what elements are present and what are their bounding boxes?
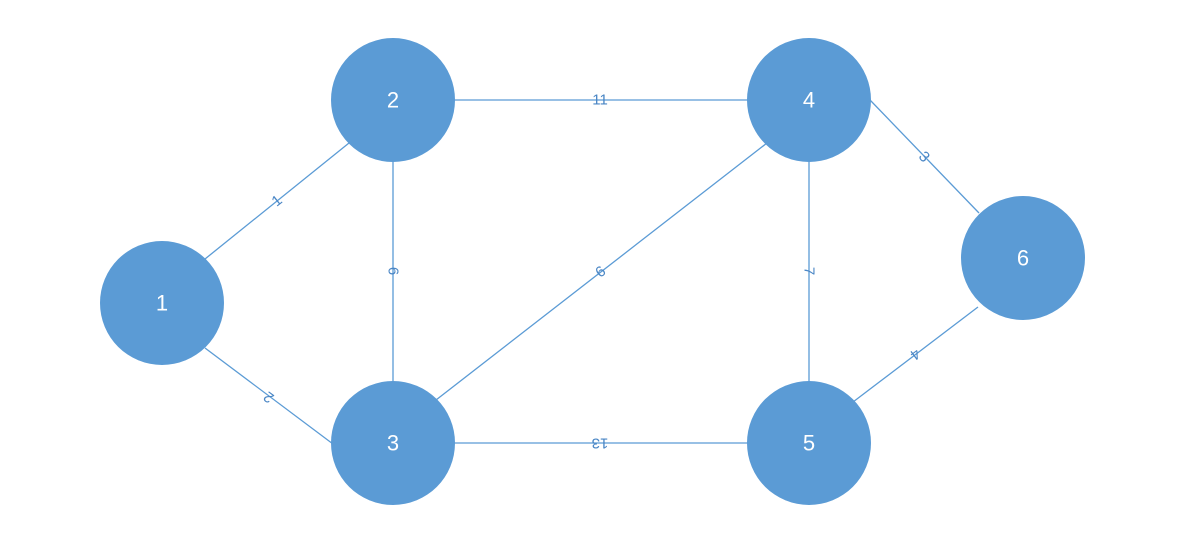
edge-5-6: 4 xyxy=(852,306,979,403)
edge-3-5: 13 xyxy=(454,435,748,452)
node-label-1: 1 xyxy=(156,291,168,316)
node-4: 4 xyxy=(747,38,871,162)
edge-line-1-3 xyxy=(204,347,334,445)
edges-layer: 1 2 6 11 9 13 7 xyxy=(204,92,980,452)
edge-weight-1-2: 1 xyxy=(268,192,285,210)
edge-weight-5-6: 4 xyxy=(907,345,924,364)
node-label-4: 4 xyxy=(803,88,815,113)
node-label-6: 6 xyxy=(1017,246,1029,271)
node-circle-3 xyxy=(331,381,455,505)
node-2: 2 xyxy=(331,38,455,162)
edge-1-2: 1 xyxy=(204,142,350,260)
node-6: 6 xyxy=(961,196,1085,320)
node-circle-5 xyxy=(747,381,871,505)
node-label-5: 5 xyxy=(803,431,815,456)
edge-3-4: 9 xyxy=(435,142,768,401)
node-5: 5 xyxy=(747,381,871,505)
edge-weight-2-4: 11 xyxy=(592,92,608,109)
node-1: 1 xyxy=(100,241,224,365)
edge-weight-2-3: 6 xyxy=(385,267,402,275)
node-circle-4 xyxy=(747,38,871,162)
edge-4-5: 7 xyxy=(801,160,818,382)
edge-2-4: 11 xyxy=(454,92,748,109)
node-label-2: 2 xyxy=(387,88,399,113)
node-label-3: 3 xyxy=(387,431,399,456)
edge-weight-4-5: 7 xyxy=(801,267,818,275)
edge-1-3: 2 xyxy=(204,347,334,445)
node-circle-6 xyxy=(961,196,1085,320)
edge-4-6: 3 xyxy=(869,99,980,214)
node-circle-2 xyxy=(331,38,455,162)
edge-line-1-2 xyxy=(204,142,350,260)
edge-weight-1-3: 2 xyxy=(261,388,278,407)
edge-2-3: 6 xyxy=(385,160,402,383)
node-3: 3 xyxy=(331,381,455,505)
edge-line-3-4 xyxy=(435,142,768,401)
nodes-layer: 1 2 3 4 5 6 xyxy=(100,38,1085,505)
edge-line-5-6 xyxy=(852,306,979,403)
node-circle-1 xyxy=(100,241,224,365)
edge-line-4-6 xyxy=(869,99,980,214)
edge-weight-3-5: 13 xyxy=(592,435,609,452)
